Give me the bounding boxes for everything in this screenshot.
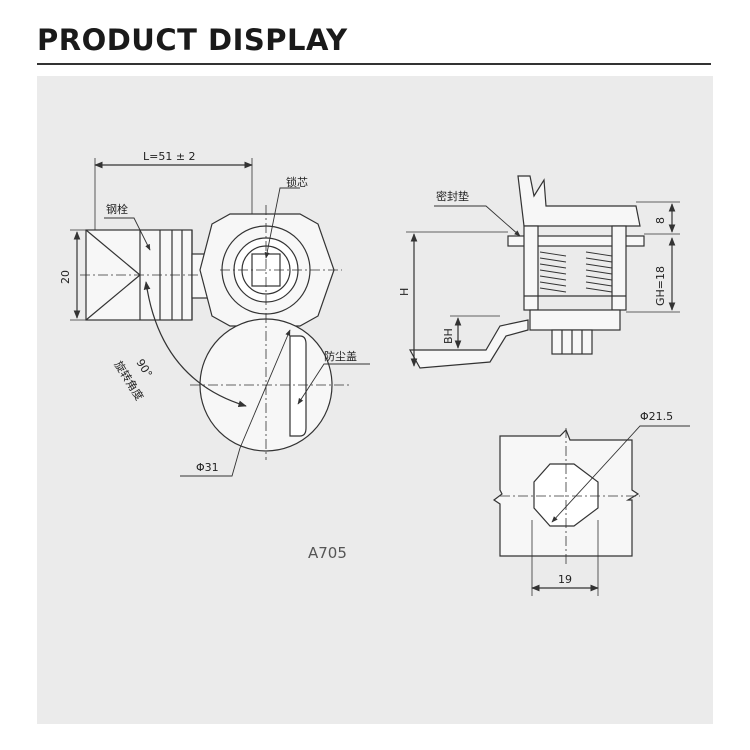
label-dust-cover: 防尘盖 xyxy=(324,349,357,363)
label-lock-core: 锁芯 xyxy=(286,175,308,189)
label-phi31: Φ31 xyxy=(196,461,219,474)
label-seal-gasket: 密封垫 xyxy=(436,189,469,203)
label-gh: GH=18 xyxy=(654,266,667,306)
label-rotation-angle: 90° xyxy=(133,357,154,380)
label-dim-8: 8 xyxy=(654,217,667,224)
label-bh: BH xyxy=(442,328,455,344)
label-phi21-5: Φ21.5 xyxy=(640,410,673,423)
title-divider xyxy=(37,63,711,65)
label-width-19: 19 xyxy=(558,573,572,586)
label-h: H xyxy=(398,288,411,296)
label-steel-bolt: 钢栓 xyxy=(106,202,128,216)
label-height-20: 20 xyxy=(59,270,72,284)
label-model: A705 xyxy=(308,544,347,562)
panel-cutout xyxy=(492,428,640,557)
page-title: PRODUCT DISPLAY xyxy=(37,23,348,57)
lock-side-view xyxy=(408,175,645,369)
label-length: L=51 ± 2 xyxy=(143,150,196,163)
